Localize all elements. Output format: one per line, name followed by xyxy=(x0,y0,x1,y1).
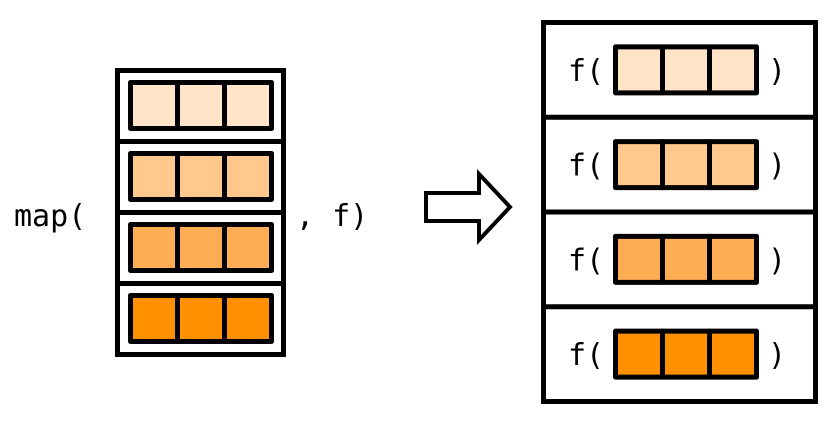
cell xyxy=(707,233,759,285)
cell xyxy=(660,44,712,96)
map-close-text: , f) xyxy=(296,199,368,234)
right-arrow-icon xyxy=(424,168,513,246)
cell-group xyxy=(128,80,274,131)
input-element-1 xyxy=(128,80,274,131)
cell-group xyxy=(613,44,759,96)
cell-group xyxy=(613,139,759,191)
output-list-rows: f()f()f()f() xyxy=(543,44,816,380)
cell-group xyxy=(128,151,274,202)
cell xyxy=(222,293,274,344)
cell-group xyxy=(128,293,274,344)
cell xyxy=(175,80,227,131)
input-element-2 xyxy=(128,151,274,202)
f-open-text: f( xyxy=(568,149,604,184)
output-element-3: f() xyxy=(568,233,786,285)
f-open-text: f( xyxy=(568,243,604,278)
output-element-1: f() xyxy=(568,44,786,96)
cell xyxy=(222,80,274,131)
f-close-text: ) xyxy=(768,243,786,278)
cell xyxy=(175,222,227,273)
cell xyxy=(128,293,180,344)
input-element-3 xyxy=(128,222,274,273)
cell xyxy=(707,328,759,380)
cell xyxy=(707,44,759,96)
cell xyxy=(707,139,759,191)
input-list-rows xyxy=(117,80,284,344)
cell-group xyxy=(613,233,759,285)
cell xyxy=(660,328,712,380)
cell xyxy=(613,139,665,191)
map-open-text: map( xyxy=(14,199,86,234)
cell xyxy=(175,293,227,344)
cell xyxy=(128,151,180,202)
f-open-text: f( xyxy=(568,338,604,373)
output-element-4: f() xyxy=(568,328,786,380)
cell xyxy=(128,222,180,273)
input-element-4 xyxy=(128,293,274,344)
cell xyxy=(222,222,274,273)
cell-group xyxy=(128,222,274,273)
f-open-text: f( xyxy=(568,54,604,89)
output-element-2: f() xyxy=(568,139,786,191)
cell-group xyxy=(613,328,759,380)
cell xyxy=(613,328,665,380)
cell xyxy=(613,233,665,285)
cell xyxy=(222,151,274,202)
f-close-text: ) xyxy=(768,149,786,184)
cell xyxy=(660,233,712,285)
cell xyxy=(175,151,227,202)
cell xyxy=(128,80,180,131)
cell xyxy=(613,44,665,96)
cell xyxy=(660,139,712,191)
f-close-text: ) xyxy=(768,54,786,89)
f-close-text: ) xyxy=(768,338,786,373)
